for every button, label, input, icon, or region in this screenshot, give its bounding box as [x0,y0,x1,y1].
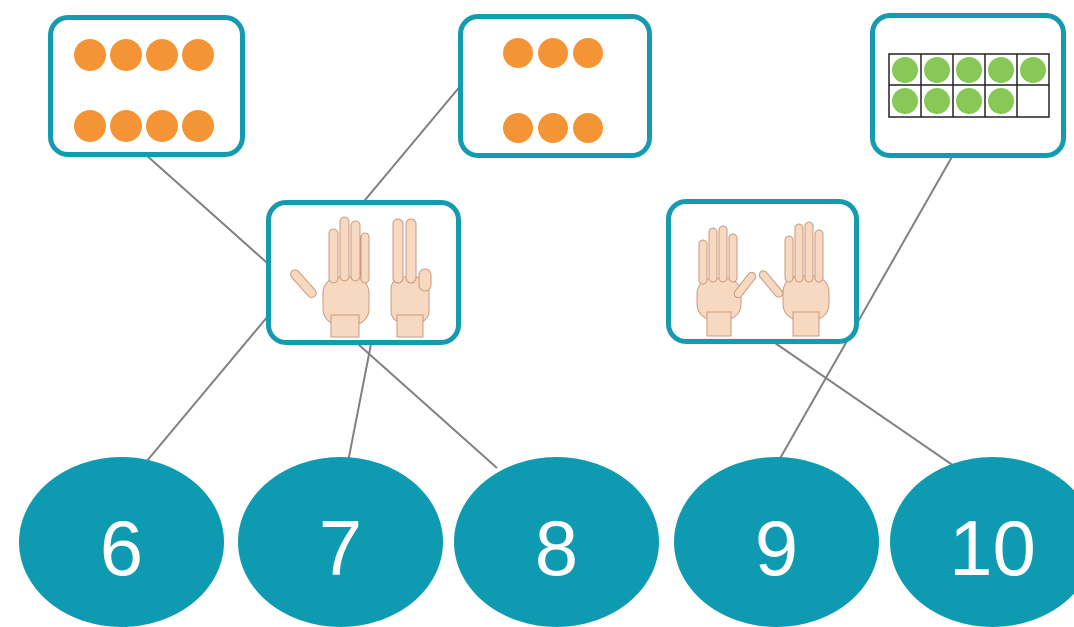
green-dot [1020,57,1046,83]
card-ten-frame[interactable] [870,13,1066,158]
ten-frame [888,53,1050,118]
green-dot [988,88,1014,114]
orange-dot [503,38,533,68]
number-8-label: 8 [534,503,579,592]
number-6-label: 6 [99,503,144,592]
two-fingers-hand-icon [390,218,432,338]
orange-dot [74,110,106,142]
green-dot [988,57,1014,83]
orange-dot [573,38,603,68]
number-7-label: 7 [318,503,363,592]
orange-dot [182,39,214,71]
connector-line [777,154,954,463]
orange-dot [146,39,178,71]
green-dot [956,57,982,83]
orange-dot [110,110,142,142]
orange-dot [573,113,603,143]
number-9-bubble[interactable]: 9 [674,457,879,627]
green-dot [924,57,950,83]
right-open-hand-icon [758,221,830,337]
orange-dot [110,39,142,71]
orange-dot [538,113,568,143]
orange-dot [503,113,533,143]
connector-line [774,342,955,467]
hands-illustration [696,221,830,337]
card-eight-dots[interactable] [48,15,245,157]
card-hands-ten[interactable] [666,199,859,344]
dot-array [74,39,214,142]
card-hands-seven[interactable] [266,200,461,345]
green-dot [892,88,918,114]
orange-dot [146,110,178,142]
card-six-dots[interactable] [458,14,652,158]
number-7-bubble[interactable]: 7 [238,457,443,627]
dot-array [503,38,603,143]
number-6-bubble[interactable]: 6 [19,457,224,627]
green-dot [956,88,982,114]
open-hand-icon [290,216,370,338]
orange-dot [182,110,214,142]
number-8-bubble[interactable]: 8 [454,457,659,627]
number-10-bubble[interactable]: 10 [890,457,1074,627]
orange-dot [74,39,106,71]
orange-dot [538,38,568,68]
hands-illustration [290,216,432,338]
green-dot [924,88,950,114]
number-9-label: 9 [754,503,799,592]
matching-worksheet: 6 7 8 9 10 [19,13,1074,627]
green-dot [892,57,918,83]
left-open-hand-icon [696,225,757,337]
number-10-label: 10 [949,503,1036,592]
connector-line [347,343,372,463]
